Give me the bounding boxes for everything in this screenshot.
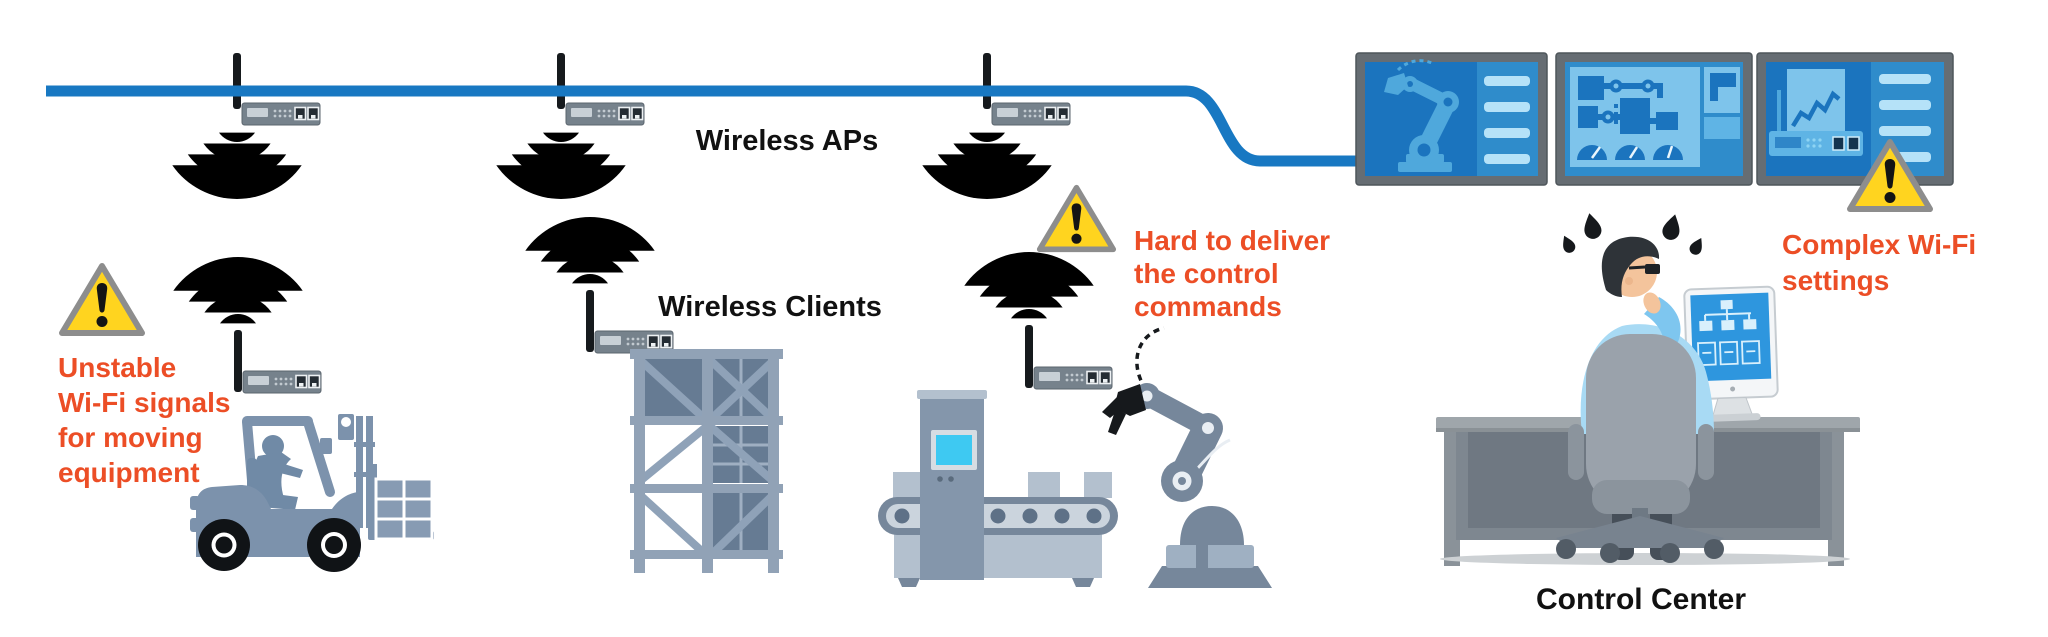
- operator-hair: [1601, 236, 1660, 297]
- glasses-temple: [1628, 265, 1646, 270]
- antenna-icon: [586, 290, 594, 352]
- svg-text:Wi-Fi signals: Wi-Fi signals: [58, 387, 230, 418]
- wifi-signal-up-icon: [964, 252, 1094, 319]
- warning-icon-delivery: [1040, 188, 1114, 250]
- schematic-graphic: [1578, 76, 1678, 134]
- machine-foot: [1072, 578, 1094, 587]
- access-point-3: [922, 102, 1071, 199]
- wireless-client-device-icon: [242, 370, 322, 394]
- svg-text:equipment: equipment: [58, 457, 200, 488]
- machine-control-tower: [917, 390, 987, 580]
- access-point-1: [172, 102, 321, 199]
- wall-monitor-schematic: [1555, 52, 1753, 186]
- wall-monitor-network: [1756, 52, 1954, 186]
- operator-ear: [1625, 277, 1633, 285]
- gauge-icons: [1577, 145, 1683, 160]
- svg-text:Unstable: Unstable: [58, 352, 176, 383]
- svg-text:settings: settings: [1782, 265, 1889, 296]
- warning-text-unstable: Unstable Wi-Fi signals for moving equipm…: [58, 352, 230, 488]
- wireless-client-2: [525, 217, 674, 354]
- wireless-client-3: [964, 252, 1113, 390]
- svg-text:Hard to deliver: Hard to deliver: [1134, 225, 1330, 256]
- glasses-icon: [1645, 264, 1660, 274]
- network-topology-graphic: [1704, 309, 1752, 321]
- label-wireless-clients: Wireless Clients: [658, 291, 882, 323]
- production-machine: [878, 390, 1118, 587]
- wifi-signal-down-icon: [172, 132, 302, 199]
- chair-back: [1586, 334, 1696, 508]
- network-backbone-line: [46, 85, 1357, 167]
- monitor-device-antenna: [1777, 90, 1781, 132]
- forklift-wheels: [198, 518, 361, 572]
- wifi-signal-up-icon: [525, 217, 655, 284]
- wall-monitor-robot: [1355, 52, 1548, 186]
- chair-casters: [1556, 539, 1724, 563]
- cargo-boxes: [374, 477, 434, 541]
- robot-cable: [1135, 326, 1165, 391]
- topology-clusters: [1697, 340, 1761, 367]
- access-point-device-icon: [241, 102, 321, 126]
- topology-nodes: [1699, 299, 1757, 332]
- label-control-center: Control Center: [1536, 583, 1746, 616]
- conveyor-belt: [878, 497, 1118, 535]
- label-wireless-aps: Wireless APs: [696, 125, 878, 157]
- robot-gripper-icon: [1102, 384, 1146, 435]
- antenna-icon: [1025, 325, 1033, 388]
- control-center-scene: Control Center: [1436, 211, 1860, 616]
- operator-hand: [1643, 292, 1661, 314]
- rack-frame: [630, 349, 783, 573]
- wifi-signal-up-icon: [173, 257, 303, 324]
- robotic-arm: [1102, 326, 1272, 588]
- chair-seat: [1592, 480, 1690, 514]
- wireless-client-device-icon: [1033, 366, 1113, 390]
- svg-text:Complex Wi-Fi: Complex Wi-Fi: [1782, 229, 1976, 260]
- monitor-device-graphic: [1769, 131, 1863, 156]
- robot-turret: [1180, 506, 1244, 545]
- forklift: [190, 414, 434, 572]
- svg-text:commands: commands: [1134, 291, 1282, 322]
- wifi-signal-down-icon: [496, 132, 626, 199]
- forklift-bracket: [320, 438, 332, 454]
- wifi-signal-down-icon: [922, 132, 1052, 199]
- monitor-robot-graphic: [1384, 59, 1459, 172]
- desktop-monitor: [1683, 285, 1779, 422]
- warning-text-settings: Complex Wi-Fi settings: [1782, 229, 1976, 296]
- machine-foot: [898, 578, 920, 587]
- svg-text:for moving: for moving: [58, 422, 203, 453]
- warning-text-delivery: Hard to deliver the control commands: [1134, 225, 1330, 322]
- conveyor-boxes: [893, 472, 1112, 498]
- office-chair: [1556, 334, 1724, 563]
- line-chart-graphic: [1791, 90, 1841, 128]
- hmi-screen: [936, 435, 972, 465]
- forklift-driver: [247, 435, 303, 510]
- storage-rack: [630, 349, 783, 573]
- robot-base: [1148, 566, 1272, 588]
- antenna-icon: [234, 330, 242, 392]
- robot-joints: [1134, 383, 1222, 502]
- chair-base: [1556, 516, 1724, 548]
- access-point-device-icon: [565, 102, 645, 126]
- warning-icon-unstable: [62, 266, 142, 333]
- rack-cross-braces: [636, 356, 778, 559]
- svg-text:the control: the control: [1134, 258, 1279, 289]
- wireless-client-1: [173, 257, 322, 394]
- floor-shadow: [1440, 553, 1850, 565]
- access-point-device-icon: [991, 102, 1071, 126]
- ap-antenna-icons: [233, 53, 991, 109]
- access-point-2: [496, 102, 645, 199]
- monitor-sidebar-bars: [1484, 76, 1530, 164]
